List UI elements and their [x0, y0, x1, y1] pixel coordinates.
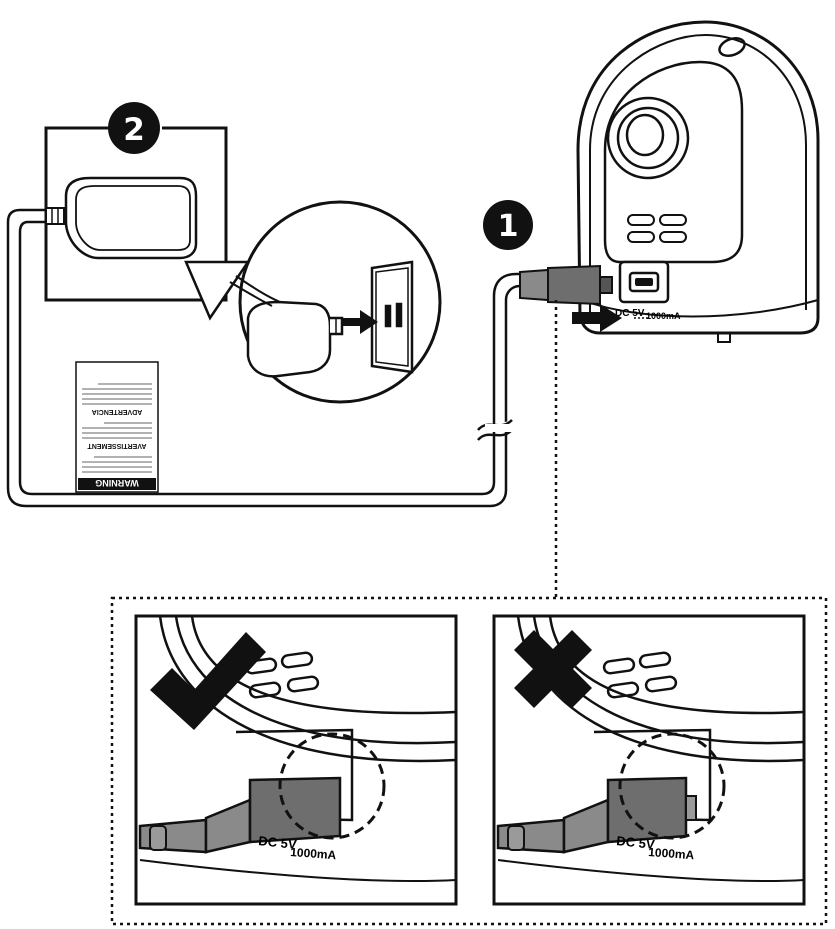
adapter-side: [229, 275, 344, 378]
insert-arrow-camera: [572, 304, 622, 332]
incorrect-highlight-circle: [618, 732, 726, 840]
power-adapter: [45, 176, 198, 260]
port-label-current: 1000mA: [646, 311, 681, 321]
wall-outlet: [370, 260, 414, 374]
usb-plug-top: [519, 264, 613, 306]
correct-port-dc: DC 5V: [258, 833, 298, 852]
x-mark-icon: [514, 630, 592, 708]
correct-port-current: 1000mA: [290, 845, 337, 862]
insert-arrow-outlet: [340, 310, 378, 334]
correct-connection-panel: DC 5V 1000mA: [134, 614, 458, 906]
camera-usb-port: [618, 260, 670, 304]
step-1-badge: 1: [483, 200, 533, 250]
wall-outlet-callout: [184, 200, 442, 404]
camera: [576, 20, 820, 343]
step-2-frame: [44, 126, 228, 302]
warning-label: WARNING AVERTISSEMENT ADVERTENCIA: [75, 361, 159, 493]
avertissement-heading: AVERTISSEMENT: [87, 442, 147, 449]
step-1-number: 1: [498, 209, 519, 244]
correct-highlight-circle: [278, 732, 386, 840]
incorrect-connection-panel: DC 5V 1000mA: [492, 614, 806, 906]
incorrect-port-current: 1000mA: [648, 845, 695, 862]
step-2-number: 2: [123, 112, 145, 148]
port-label-dc: DC 5V: [615, 308, 645, 319]
step-2-badge: 2: [108, 102, 160, 154]
warning-fine-print: [82, 456, 152, 473]
detail-box: [110, 596, 828, 926]
incorrect-port-dc: DC 5V: [616, 833, 656, 852]
check-mark-icon: [150, 632, 266, 730]
warning-heading: WARNING: [95, 478, 139, 488]
advertencia-heading: ADVERTENCIA: [92, 408, 143, 415]
cable-break-gap: [485, 424, 515, 432]
